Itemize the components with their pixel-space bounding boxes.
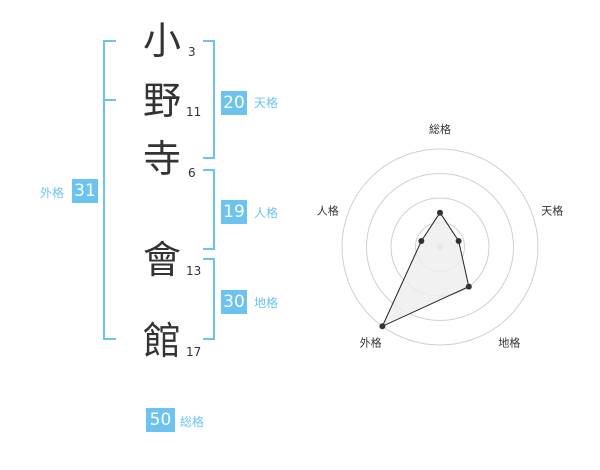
radar-point-2 <box>455 237 462 244</box>
name-char-1: 小 <box>142 19 181 63</box>
stroke-count-3: 6 <box>188 166 196 180</box>
radar-point-5 <box>418 237 425 244</box>
gaikaku-value: 31 <box>72 179 98 203</box>
chikaku-label: 地格 <box>254 296 279 310</box>
chikaku-value: 30 <box>221 290 247 314</box>
name-char-4: 會 <box>142 238 181 282</box>
radar-ring <box>341 148 539 346</box>
radar-point-1 <box>437 209 443 216</box>
name-char-5: 館 <box>142 319 181 363</box>
radar-axis-label-5: 人格 <box>317 204 339 218</box>
radar-axis-label-4: 外格 <box>360 335 382 349</box>
radar-axis-label-3: 地格 <box>498 335 520 349</box>
name-char-3: 寺 <box>142 137 181 181</box>
soukaku-label: 総格 <box>180 415 205 429</box>
stroke-count-4: 13 <box>186 264 202 278</box>
stroke-count-1: 3 <box>188 45 196 59</box>
tenkaku-label: 天格 <box>254 96 279 110</box>
gaikaku-label: 外格 <box>40 186 65 200</box>
name-char-2: 野 <box>142 79 181 123</box>
stroke-count-5: 17 <box>186 345 202 359</box>
stroke-count-2: 11 <box>186 105 202 119</box>
radar-point-3 <box>465 283 472 290</box>
radar-point-4 <box>379 323 386 330</box>
radar-series-area <box>381 211 470 328</box>
radar-ring <box>366 173 514 321</box>
radar-axis-label-2: 天格 <box>541 204 563 218</box>
jinkaku-label: 人格 <box>254 206 279 220</box>
tenkaku-value: 20 <box>221 91 247 115</box>
soukaku-value: 50 <box>146 408 175 432</box>
radar-axis-label-1: 総格 <box>429 122 451 136</box>
jinkaku-value: 19 <box>221 200 247 224</box>
